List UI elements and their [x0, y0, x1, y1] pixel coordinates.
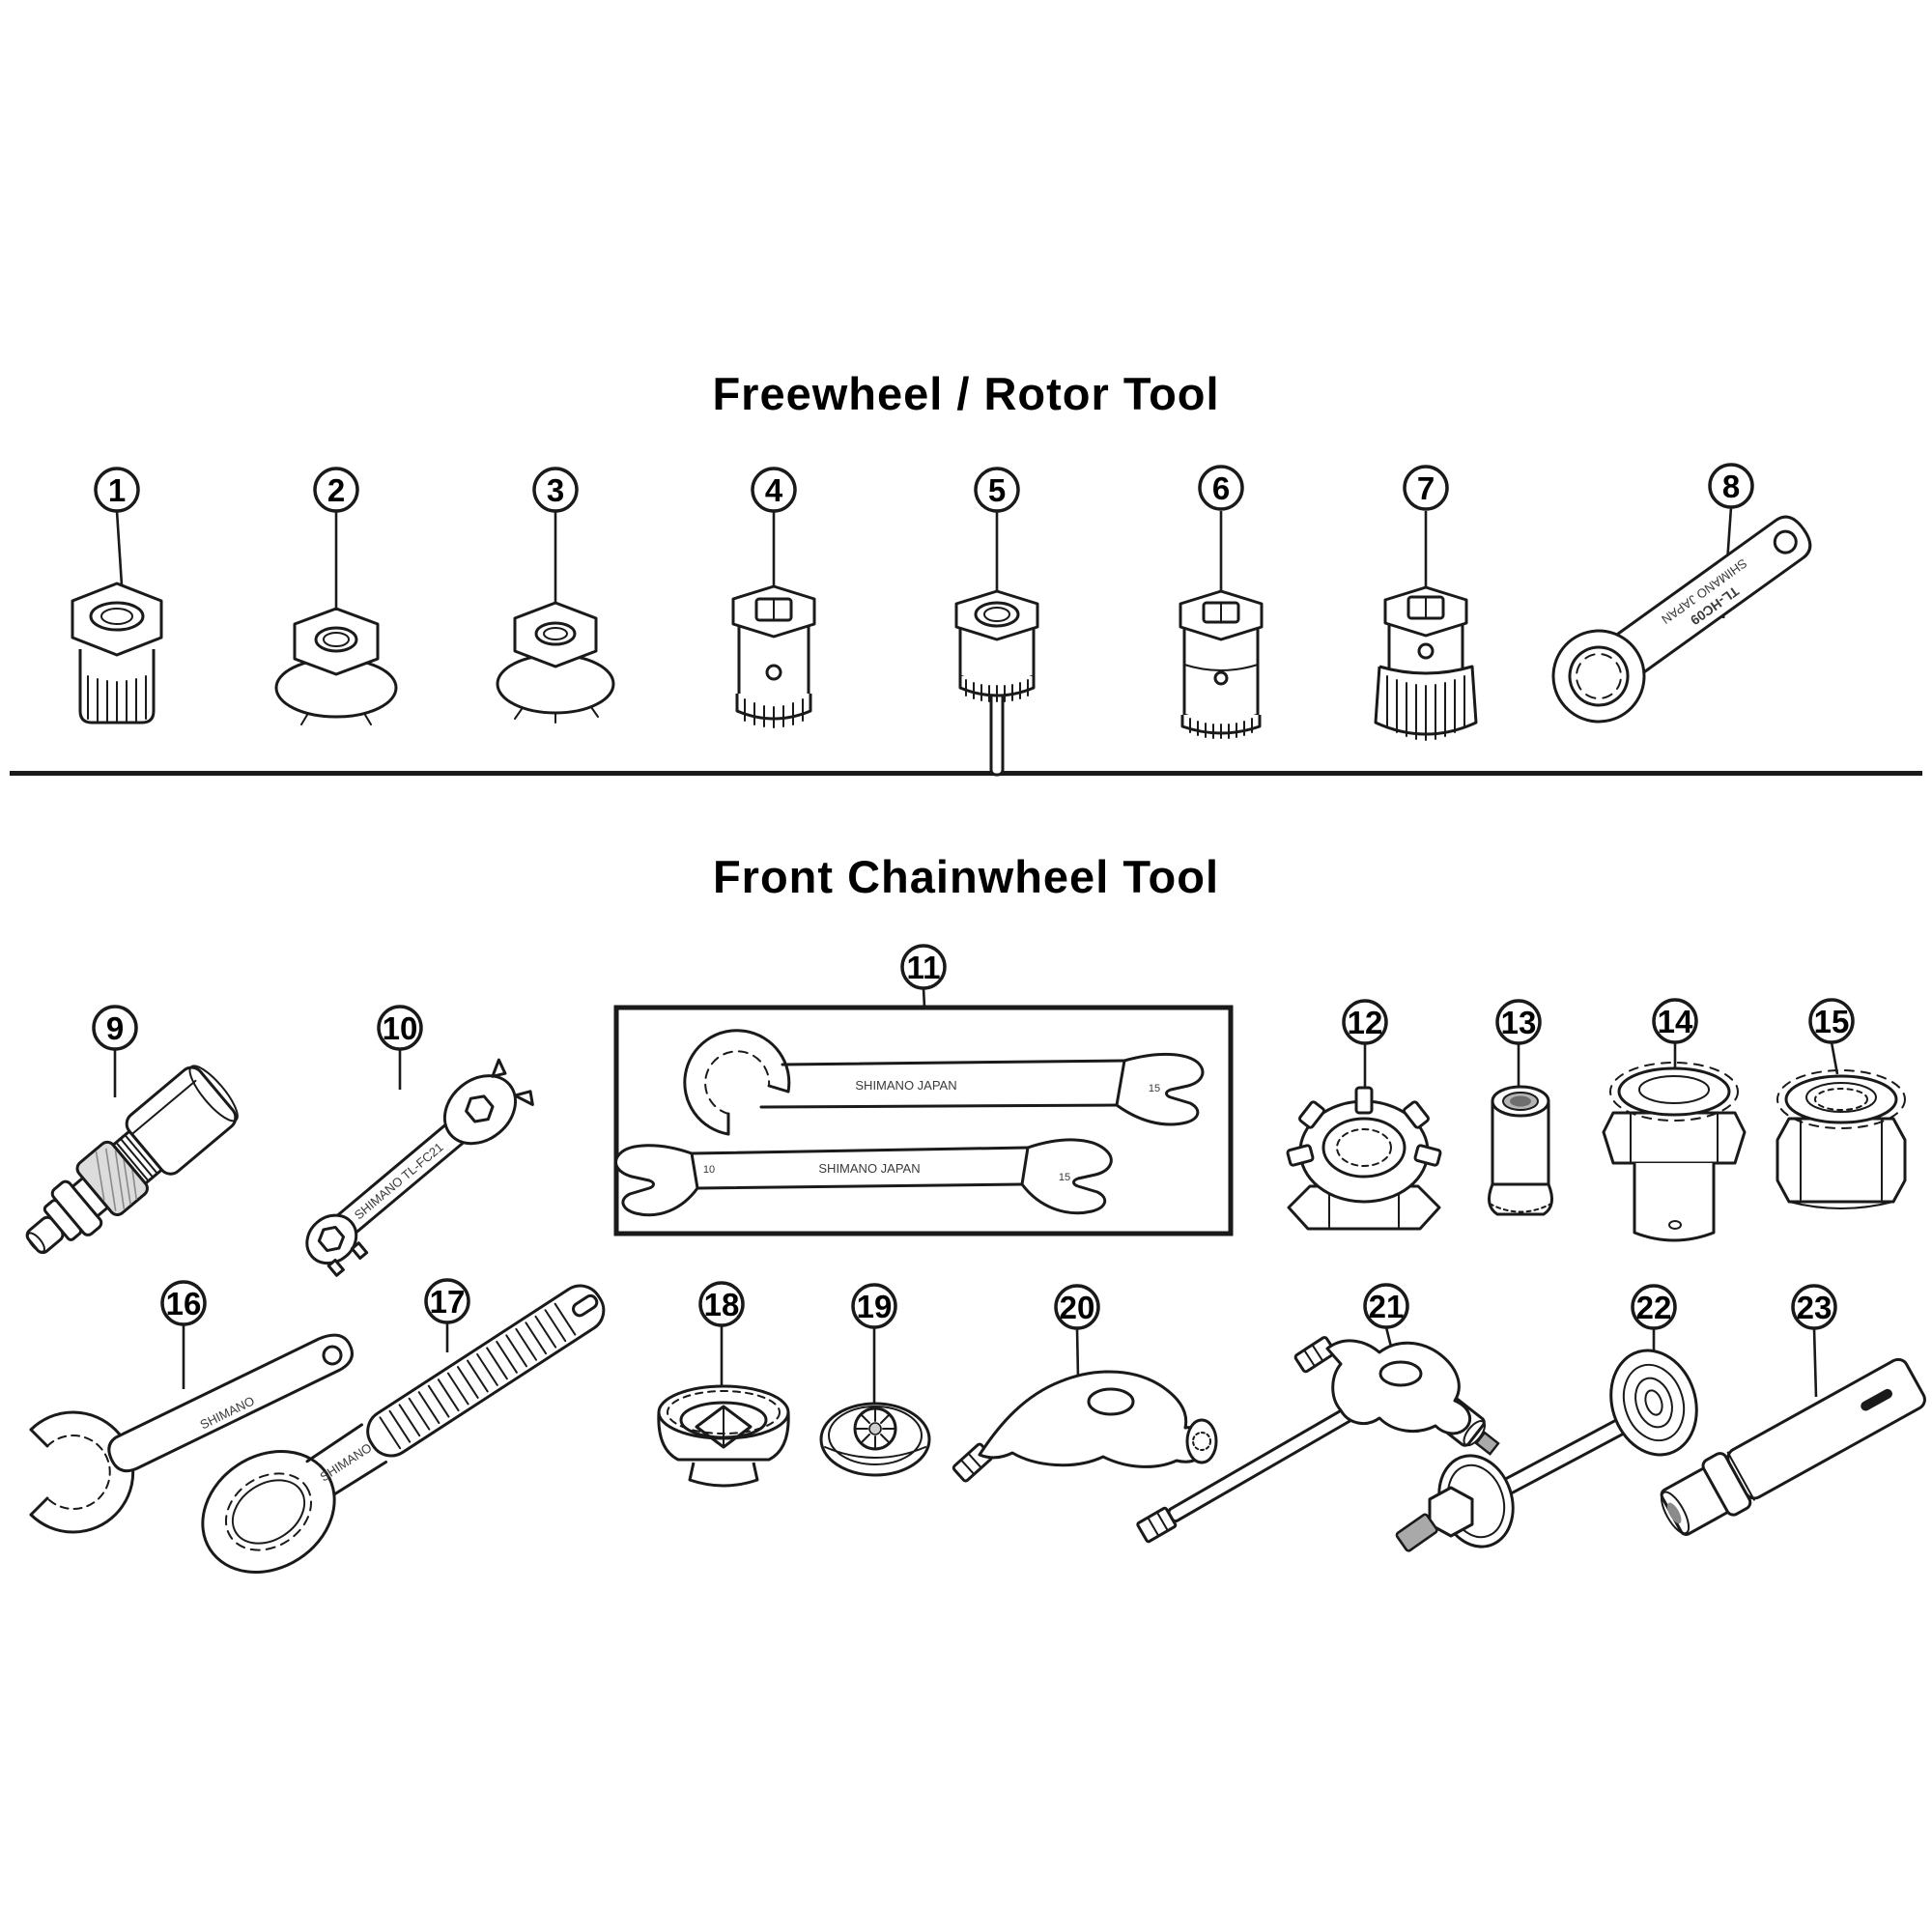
callout-12: 12 [1342, 999, 1388, 1045]
tool-13-illustration [1487, 1085, 1554, 1216]
svg-text:7: 7 [1417, 470, 1435, 506]
tool-11-top-engraving: SHIMANO JAPAN [855, 1078, 956, 1093]
svg-text:10: 10 [383, 1010, 418, 1046]
svg-text:2: 2 [327, 472, 345, 508]
callout-23: 23 [1791, 1284, 1837, 1330]
svg-text:3: 3 [547, 472, 564, 508]
tool-17-engraving: SHIMANO [317, 1440, 374, 1485]
callout-8: 8 [1708, 463, 1754, 509]
svg-text:23: 23 [1797, 1290, 1833, 1325]
svg-text:1: 1 [108, 472, 126, 508]
tool-11-top-wrench: SHIMANO JAPAN 15 [683, 1029, 1205, 1136]
callout-21: 21 [1363, 1283, 1409, 1329]
tool-6-illustration [1179, 589, 1264, 739]
tool-9-illustration [25, 1065, 239, 1255]
callout-13: 13 [1495, 999, 1542, 1045]
callout-3: 3 [532, 467, 579, 513]
callout-16: 16 [160, 1280, 207, 1326]
tool-17-illustration: SHIMANO [201, 1284, 606, 1574]
svg-text:17: 17 [430, 1284, 466, 1320]
tool-10-illustration: SHIMANO TL-FC21 [305, 1058, 534, 1277]
tool-4-illustration [731, 584, 816, 728]
svg-text:14: 14 [1658, 1004, 1693, 1039]
callout-1: 1 [94, 467, 140, 513]
section-title-freewheel-rotor: Freewheel / Rotor Tool [712, 368, 1220, 419]
svg-text:22: 22 [1636, 1290, 1672, 1325]
callout-20: 20 [1054, 1284, 1100, 1330]
callout-4: 4 [751, 467, 797, 513]
callout-6: 6 [1198, 465, 1244, 511]
callout-9: 9 [92, 1005, 138, 1051]
callout-18: 18 [698, 1281, 745, 1327]
svg-text:5: 5 [988, 472, 1006, 508]
svg-text:8: 8 [1722, 469, 1740, 504]
tool-10-engraving: SHIMANO TL-FC21 [352, 1140, 446, 1223]
tool-12-illustration [1286, 1086, 1442, 1231]
tool-15-illustration [1776, 1069, 1907, 1209]
tool-11-bottom-size-right: 15 [1059, 1172, 1070, 1183]
tool-11-top-size: 15 [1149, 1083, 1160, 1094]
tool-16-illustration: SHIMANO [29, 1333, 354, 1534]
tool-5-illustration [954, 589, 1039, 777]
callout-11: 11 [900, 944, 947, 990]
section-divider [10, 771, 1922, 776]
tool-8-illustration: TL-HC09 SHIMANO JAPAN [1551, 515, 1812, 724]
svg-text:18: 18 [704, 1287, 740, 1322]
svg-text:20: 20 [1060, 1290, 1095, 1325]
tool-18-illustration [657, 1384, 790, 1488]
tool-20-illustration [952, 1370, 1218, 1483]
callout-10: 10 [377, 1005, 423, 1051]
svg-text:16: 16 [166, 1286, 202, 1321]
tool-11-bottom-size-left: 10 [703, 1164, 715, 1176]
callout-14: 14 [1652, 998, 1698, 1044]
callout-2: 2 [313, 467, 359, 513]
callout-19: 19 [851, 1283, 897, 1329]
callout-22: 22 [1631, 1284, 1677, 1330]
svg-text:15: 15 [1814, 1004, 1850, 1039]
svg-text:21: 21 [1369, 1289, 1405, 1324]
svg-text:9: 9 [106, 1010, 124, 1046]
callout-5: 5 [974, 467, 1020, 513]
callout-7: 7 [1403, 465, 1449, 511]
svg-text:6: 6 [1212, 470, 1230, 506]
tool-22-illustration [1395, 1349, 1698, 1552]
callout-15: 15 [1808, 998, 1855, 1044]
svg-text:11: 11 [907, 950, 941, 985]
tool-11-illustration: SHIMANO JAPAN 15 10 SHIMANO JAPAN 15 [613, 1005, 1234, 1236]
svg-text:13: 13 [1501, 1005, 1537, 1040]
svg-text:19: 19 [857, 1289, 893, 1324]
svg-text:4: 4 [765, 472, 783, 508]
tool-2-illustration [274, 607, 398, 725]
svg-text:12: 12 [1348, 1005, 1383, 1040]
tool-11-bottom-engraving: SHIMANO JAPAN [818, 1161, 920, 1176]
section-title-front-chainwheel: Front Chainwheel Tool [712, 851, 1220, 902]
tool-3-illustration [496, 601, 615, 724]
tool-21-illustration [1136, 1336, 1500, 1544]
tool-23-illustration [1660, 1357, 1926, 1536]
tool-7-illustration [1374, 585, 1478, 741]
tool-1-illustration [71, 582, 163, 724]
callout-17: 17 [424, 1278, 470, 1324]
tool-14-illustration [1602, 1062, 1747, 1242]
tool-19-illustration [819, 1402, 931, 1477]
tool-11-bottom-wrench: 10 SHIMANO JAPAN 15 [614, 1138, 1113, 1217]
